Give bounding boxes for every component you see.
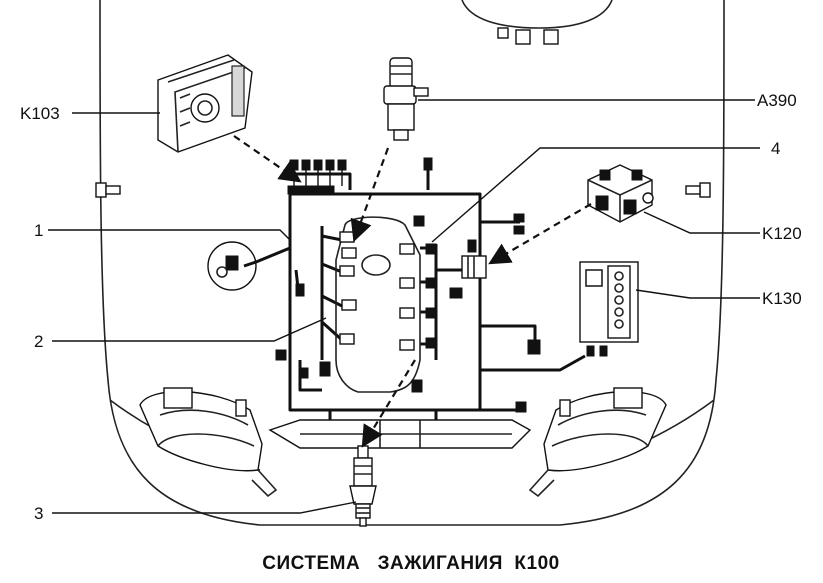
steering-wheel — [461, 0, 613, 45]
label-k130: K130 — [762, 289, 802, 308]
label-k103: K103 — [20, 104, 60, 123]
dashed-arrows — [233, 135, 592, 448]
right-body-stud — [685, 182, 711, 198]
k103-control-unit — [157, 54, 253, 153]
label-k120: K120 — [762, 224, 802, 243]
k130-relay-block — [579, 261, 639, 357]
right-headlamp — [528, 387, 667, 498]
label-4: 4 — [771, 139, 780, 158]
label-1: 1 — [34, 221, 43, 240]
a390-injector — [383, 57, 429, 141]
k103-connector — [287, 157, 433, 195]
left-body-stud — [95, 182, 121, 198]
label-3: 3 — [34, 504, 43, 523]
diagram-caption: СИСТЕМА ЗАЖИГАНИЯ К100 — [262, 553, 559, 574]
label-a390: A390 — [757, 91, 797, 110]
engine-block — [335, 216, 421, 393]
round-sensor-left — [207, 241, 257, 291]
left-headlamp — [139, 387, 278, 498]
engine-spark-plugs — [339, 215, 437, 351]
k120-ignition-coil — [587, 164, 654, 223]
spark-plug — [349, 445, 377, 527]
leader-lines — [48, 99, 760, 514]
label-2: 2 — [34, 332, 43, 351]
radiator — [268, 419, 532, 449]
